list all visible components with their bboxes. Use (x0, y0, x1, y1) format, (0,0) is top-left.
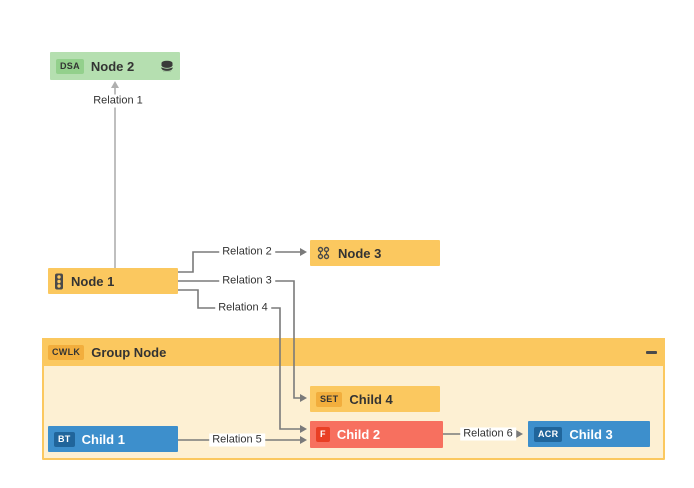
node3-label: Node 3 (338, 245, 382, 261)
child4-label: Child 4 (349, 391, 393, 407)
node-child3[interactable]: ACR Child 3 (528, 421, 650, 447)
network-icon (316, 246, 331, 260)
layers-icon (160, 60, 174, 73)
node-child1[interactable]: BT Child 1 (48, 426, 178, 452)
edge-relation-3 (178, 280, 307, 402)
traffic-light-icon (54, 273, 64, 290)
child2-badge: F (316, 427, 330, 442)
edge-label-relation-3: Relation 3 (219, 274, 275, 288)
minus-icon (645, 350, 657, 354)
edge-label-relation-1: Relation 1 (90, 94, 146, 108)
node-node1[interactable]: Node 1 (48, 268, 178, 294)
edge-label-relation-6: Relation 6 (460, 427, 516, 441)
node-child2[interactable]: F Child 2 (310, 421, 443, 448)
node1-label: Node 1 (71, 273, 115, 289)
node-child4[interactable]: SET Child 4 (310, 386, 440, 412)
edge-label-relation-4: Relation 4 (215, 301, 271, 315)
child3-badge: ACR (534, 426, 563, 442)
collapse-group-button[interactable] (643, 344, 659, 360)
child2-label: Child 2 (336, 427, 381, 442)
group-label: Group Node (91, 344, 167, 360)
child1-badge: BT (54, 431, 75, 447)
child1-label: Child 1 (81, 431, 125, 447)
node-node2[interactable]: DSA Node 2 (50, 52, 180, 80)
edge-label-relation-5: Relation 5 (209, 433, 265, 447)
edge-label-relation-2: Relation 2 (219, 245, 275, 259)
child3-label: Child 3 (569, 426, 613, 442)
group-node-header[interactable]: CWLK Group Node (42, 338, 665, 366)
node2-label: Node 2 (90, 58, 135, 74)
group-badge: CWLK (48, 344, 85, 360)
node2-badge: DSA (56, 58, 84, 74)
child4-badge: SET (316, 391, 343, 407)
node-node3[interactable]: Node 3 (310, 240, 440, 266)
